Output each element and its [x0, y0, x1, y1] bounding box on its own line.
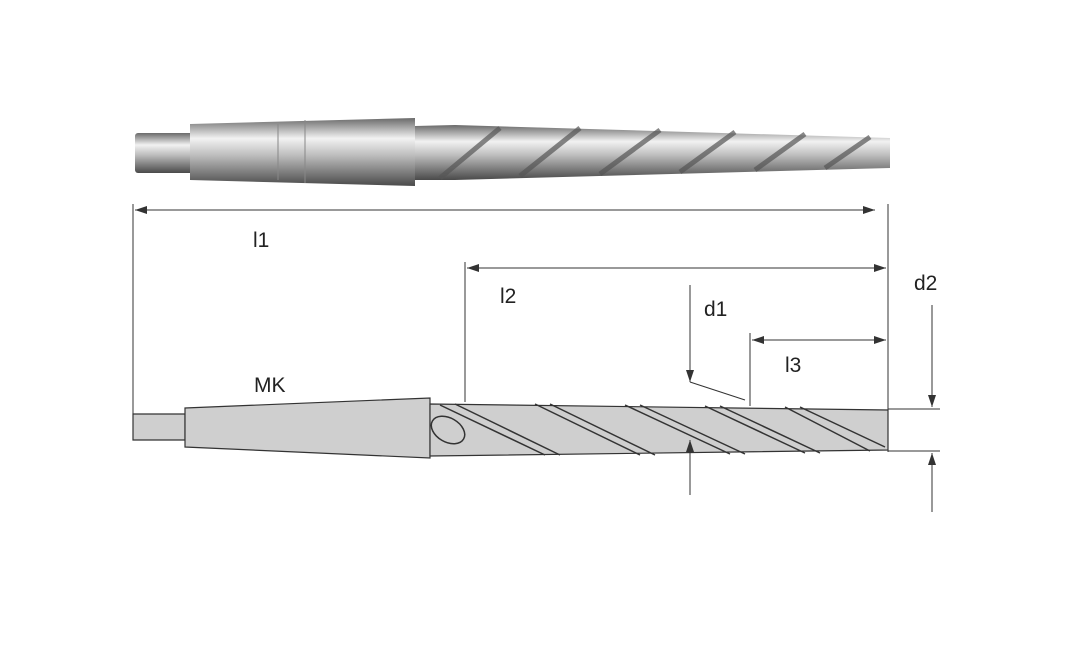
label-l1: l1 — [253, 229, 269, 252]
label-d2: d2 — [914, 272, 937, 295]
label-d1: d1 — [704, 298, 727, 321]
label-mk: MK — [254, 374, 286, 397]
reamer-drawing — [132, 397, 889, 459]
dimension-labels: l1 l2 d1 l3 d2 MK — [253, 229, 937, 397]
label-l2: l2 — [500, 285, 516, 308]
label-l3: l3 — [785, 354, 801, 377]
dimension-lines — [132, 204, 940, 512]
reamer-photo — [135, 118, 890, 186]
